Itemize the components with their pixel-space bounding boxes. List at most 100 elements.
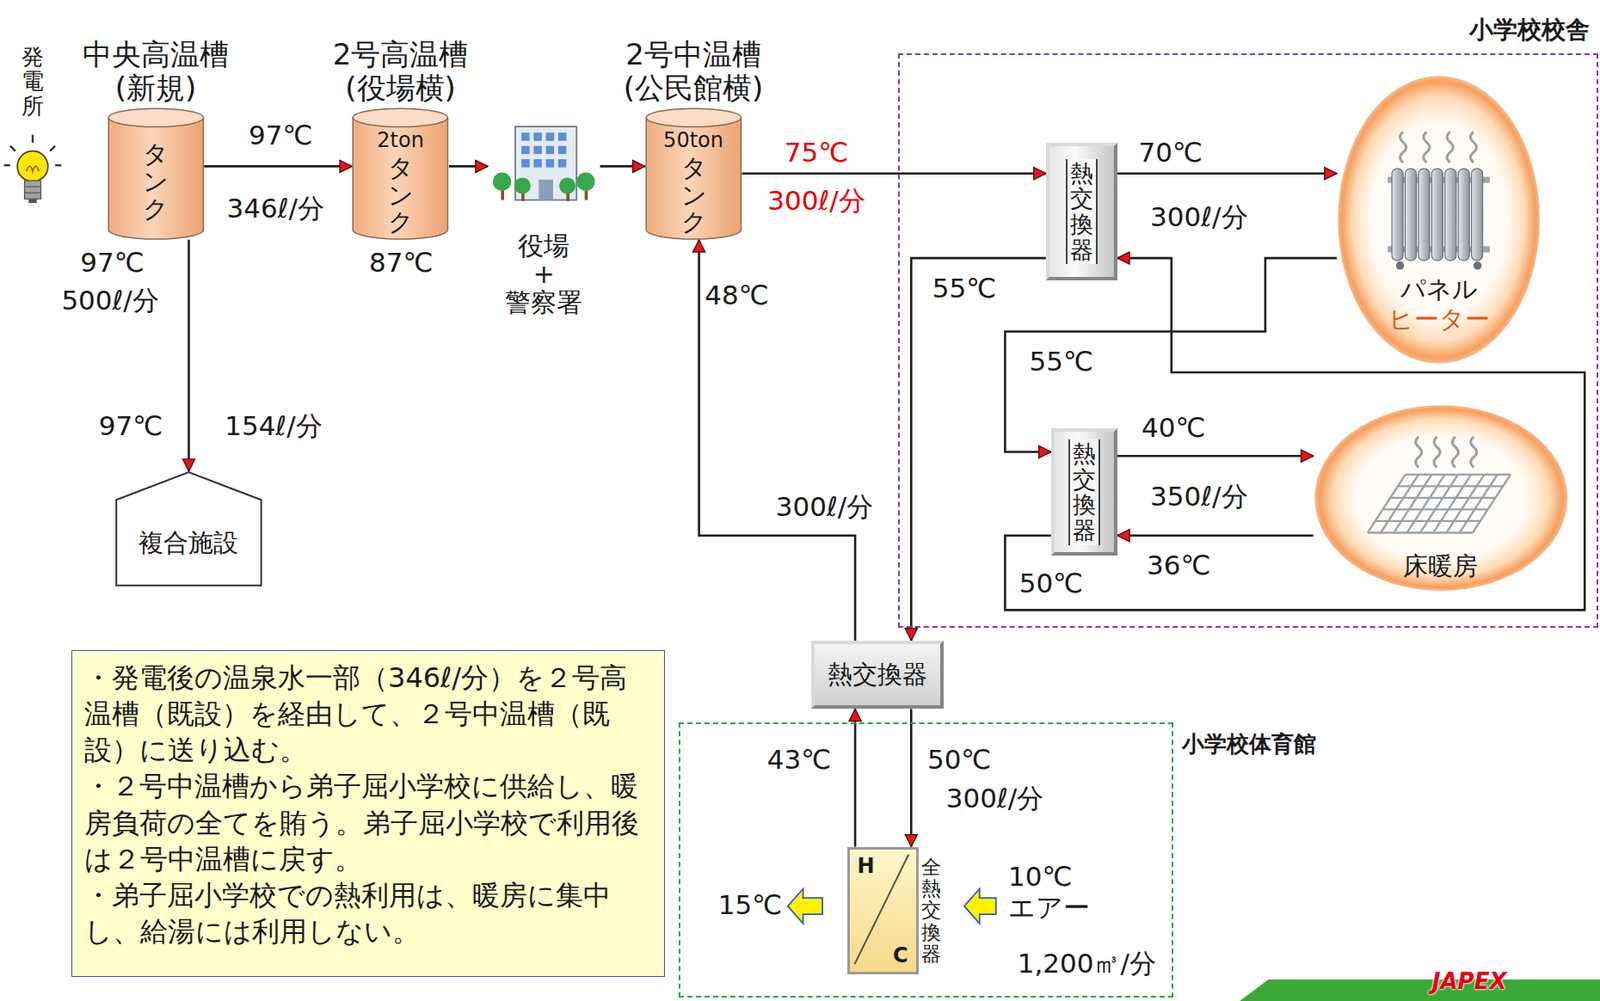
flow-value: 55℃ <box>932 273 997 305</box>
storage-tank-shape-part <box>108 116 204 239</box>
vertical-label: タンク <box>387 154 413 238</box>
storage-tank-content: 2tonタンク <box>351 107 450 240</box>
note-box: ・発電後の温泉水一部（346ℓ/分）を２号高温槽（既設）を経由して、２号中温槽（… <box>71 650 665 979</box>
office-building-icon-part <box>533 132 542 141</box>
floor-heating-shape-part <box>1470 436 1477 468</box>
complex-facility: 複合施設 <box>115 471 263 587</box>
office-building-icon <box>492 126 596 202</box>
flow-value: 15℃ <box>718 891 782 923</box>
light-bulb-part <box>28 198 37 204</box>
floor-heating-shape-part <box>1472 474 1511 534</box>
flow-value: 55℃ <box>1029 346 1094 378</box>
storage-tank: タンク中央高温槽 (新規) <box>107 107 205 240</box>
panel-heater-shape-part <box>1458 168 1470 261</box>
flow-value: 500ℓ/分 <box>61 285 159 317</box>
logo-text: JAPEX <box>1432 969 1508 996</box>
flow-value: 154ℓ/分 <box>224 411 322 443</box>
office-building-icon-part <box>559 177 576 194</box>
heat-exchanger: 熱交換器 <box>1046 142 1118 281</box>
device-name: 全熱交換器 <box>921 855 942 965</box>
light-bulb <box>4 135 62 204</box>
zone-title: 小学校校舎 <box>1469 13 1590 47</box>
heat-exchanger: 熱交換器 <box>1051 428 1118 556</box>
side-marker: H <box>857 854 875 879</box>
light-bulb-part <box>49 146 56 152</box>
flow-value: 346ℓ/分 <box>227 193 325 225</box>
heat-exchanger-content: 熱交換器 <box>1054 431 1114 553</box>
flow-value: 300ℓ/分 <box>946 783 1044 815</box>
floor-heating-content: 床暖房 <box>1313 404 1570 592</box>
panel-heater-shape-part <box>1399 131 1406 163</box>
storage-tank: 2tonタンク2号高温槽 (役場横) <box>351 107 450 240</box>
logo-band <box>1239 979 1600 1001</box>
office-building: 役場 + 警察署 <box>487 116 600 316</box>
heat-exchanger: 熱交換器 <box>811 640 944 709</box>
office-building-icon-part <box>500 190 505 201</box>
capacity-label: 50ton <box>663 128 724 154</box>
flow-value: 87℃ <box>369 247 433 279</box>
office-building-icon-part <box>546 132 554 141</box>
floor-heating-shape-part <box>1415 436 1422 468</box>
floor-heating-shape-part <box>1314 405 1568 591</box>
panel-heater-shape-part <box>1423 131 1430 163</box>
pipe-connector <box>854 708 857 847</box>
school-building-zone: 小学校校舎熱交換器パネルヒーター熱交換器床暖房 <box>898 53 1599 628</box>
office-building-icon-part <box>533 159 542 167</box>
vertical-label: 熱交換器 <box>1065 159 1098 265</box>
tank-name: 2号高温槽 (役場横) <box>332 37 469 105</box>
flow-value: 97℃ <box>80 247 144 279</box>
panel-heater-shape-part <box>1391 168 1404 261</box>
light-bulb-part <box>10 146 16 152</box>
panel-heater-shape-part <box>1431 168 1443 261</box>
office-building-icon-part <box>546 159 554 167</box>
pipe-connector <box>449 165 488 168</box>
office-building-icon-part <box>558 159 567 167</box>
flow-value: 50℃ <box>927 744 991 776</box>
side-marker: C <box>892 943 909 968</box>
office-building-icon-part <box>521 192 525 201</box>
pipe-connector <box>1117 455 1314 458</box>
storage-tank: 50tonタンク2号中温槽 (公民館横) <box>645 107 743 240</box>
office-building-icon-part <box>492 172 511 191</box>
flow-value: 300ℓ/分 <box>1150 202 1248 234</box>
flow-value: 36℃ <box>1146 551 1211 583</box>
storage-tank-content: 50tonタンク <box>645 107 743 240</box>
vertical-label: タンク <box>142 141 168 224</box>
light-bulb-part <box>24 192 41 194</box>
flow-value: 75℃ <box>784 137 849 169</box>
light-bulb-part <box>17 151 49 183</box>
office-building-icon-part <box>514 177 531 194</box>
storage-tank-shape-part <box>646 108 741 127</box>
capacity-label: 2ton <box>376 128 425 154</box>
panel-heater-shape-part <box>1446 131 1453 163</box>
pipe-connector <box>910 708 913 847</box>
floor-heating: 床暖房 <box>1313 404 1570 592</box>
office-building-icon-part <box>521 159 530 167</box>
flow-value: 70℃ <box>1138 137 1202 169</box>
office-building-icon-part <box>521 132 530 141</box>
panel-heater-shape-part <box>1337 75 1540 364</box>
flow-value: 48℃ <box>704 280 769 312</box>
flow-value: 1,200㎥/分 <box>1017 948 1157 980</box>
storage-tank-shape-part <box>352 108 448 127</box>
logo-band-part <box>1239 979 1600 1001</box>
flow-value: 97℃ <box>248 120 313 152</box>
pipe-connector <box>741 172 1047 175</box>
box-label: 熱交換器 <box>827 659 928 690</box>
vertical-label: タンク <box>681 154 707 238</box>
panel-heater-shape-part <box>1470 131 1477 163</box>
office-building-icon-part <box>558 132 567 141</box>
panel-heater: パネルヒーター <box>1336 74 1541 365</box>
flow-value: 350ℓ/分 <box>1150 481 1248 513</box>
total-heat-exchanger: HC全熱交換器 <box>847 847 919 975</box>
pipe-connector <box>1117 172 1337 175</box>
office-building-icon-part <box>558 146 567 154</box>
flow-value: 300ℓ/分 <box>767 185 865 217</box>
office-building-icon-part <box>521 146 530 154</box>
pipe-connector <box>1117 534 1314 537</box>
flow-value: 10℃ エアー <box>1008 861 1090 924</box>
storage-tank-shape-part <box>108 108 204 127</box>
office-building-icon-part <box>538 179 554 201</box>
flow-value: 40℃ <box>1141 412 1206 444</box>
